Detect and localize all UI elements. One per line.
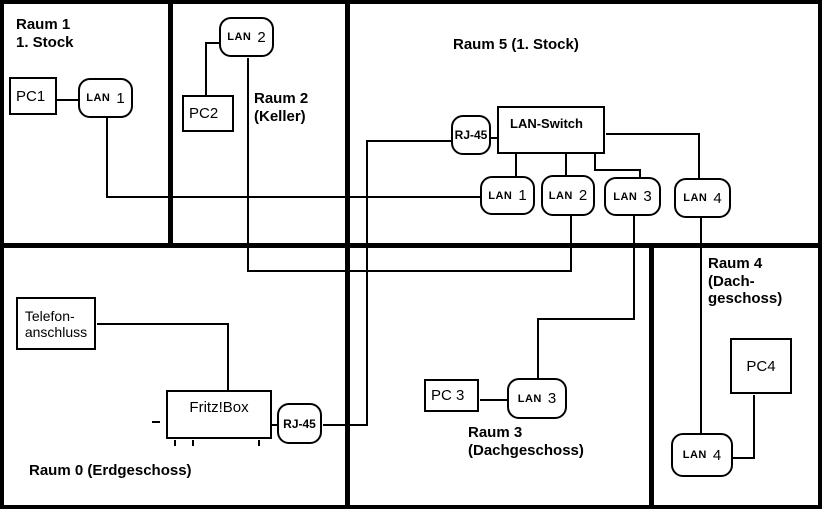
cable-lan3-across: [537, 318, 635, 320]
pc1-label: PC1: [16, 87, 46, 105]
room-title-raum1: Raum 1 1. Stock: [16, 16, 74, 51]
lan4-port-raum5: LAN 4: [674, 178, 731, 218]
rj45-port-raum0: RJ-45: [277, 403, 322, 444]
lan4-raum5-prefix: LAN: [683, 192, 708, 204]
cable-lan2-left: [205, 42, 223, 44]
cable-lan2-to-pc2: [205, 42, 207, 100]
fritzbox-foot-1: [174, 440, 176, 446]
cable-switch-lan3-b: [594, 169, 641, 171]
rj45-port-raum5: RJ-45: [451, 115, 491, 155]
lan-switch-node: LAN-Switch: [497, 106, 605, 154]
lan2-raum5-prefix: LAN: [548, 189, 573, 202]
lan3-port-raum5: LAN 3: [604, 177, 661, 216]
fritzbox-node: Fritz!Box: [166, 390, 272, 439]
pc4-node: PC4: [730, 338, 792, 394]
telefonanschluss-label: Telefon- anschluss: [24, 307, 88, 340]
cable-rj45-raum5-left: [366, 140, 456, 142]
lan3-raum5-prefix: LAN: [613, 190, 638, 203]
cable-rj45-switch: [491, 137, 502, 139]
lan3-port-raum3: LAN 3: [507, 378, 567, 419]
cable-switch-lan2: [565, 154, 567, 180]
cable-lan2-across: [247, 270, 572, 272]
lan4-port-raum4: LAN 4: [671, 433, 733, 477]
cable-switch-lan1: [515, 154, 517, 181]
cable-lan4-down: [700, 217, 702, 438]
fritzbox-foot-3: [258, 440, 260, 446]
lan3-raum3-prefix: LAN: [517, 392, 542, 405]
lan1-port-raum1: LAN 1: [78, 78, 133, 118]
room-title-raum3: Raum 3 (Dachgeschoss): [468, 424, 584, 459]
cable-lan3-into-room3: [537, 318, 539, 383]
lan4-raum4-number: 4: [712, 446, 722, 464]
lan4-raum4-prefix: LAN: [682, 449, 707, 461]
lan1-raum5-prefix: LAN: [488, 189, 513, 202]
fritzbox-foot-2: [192, 440, 194, 446]
room-title-raum2: Raum 2 (Keller): [254, 90, 309, 125]
cable-riser: [366, 140, 368, 426]
lan1-raum5-number: 1: [518, 187, 527, 204]
pc2-node: PC2: [182, 95, 234, 132]
lan2-raum5-number: 2: [578, 187, 588, 204]
lan2-raum2-prefix: LAN: [227, 31, 252, 43]
pc3-label: PC 3: [431, 387, 465, 404]
fritzbox-label: Fritz!Box: [189, 399, 249, 416]
pc3-node: PC 3: [424, 379, 479, 412]
cable-switch-lan4-a: [606, 133, 700, 135]
lan3-raum5-number: 3: [643, 188, 652, 205]
lan1-port-raum5: LAN 1: [480, 176, 535, 215]
cable-switch-lan4-b: [698, 133, 700, 183]
wall-raum3-raum4: [649, 243, 654, 505]
cable-lan1-to-raum5: [106, 196, 486, 198]
lan2-raum2-number: 2: [257, 28, 266, 46]
lan1-raum1-prefix: LAN: [86, 92, 111, 104]
lan-switch-label: LAN-Switch: [510, 116, 583, 131]
cable-pc4-down: [753, 395, 755, 459]
cable-lan2-down: [247, 58, 249, 271]
cable-pc3-lan3: [480, 399, 512, 401]
fritzbox-left-mark: [152, 421, 160, 423]
rj45-raum5-label: RJ-45: [454, 128, 488, 142]
room-title-raum4: Raum 4 (Dach- geschoss): [708, 255, 783, 308]
cable-switch-lan3-a: [594, 154, 596, 171]
wall-horizontal-floors: [4, 243, 818, 248]
lan2-port-raum5: LAN 2: [541, 175, 595, 216]
lan2-port-raum2: LAN 2: [219, 17, 274, 57]
room-title-raum0: Raum 0 (Erdgeschoss): [29, 462, 192, 479]
cable-pc1-lan1: [57, 99, 84, 101]
lan1-raum1-number: 1: [116, 89, 125, 107]
rj45-raum0-label: RJ-45: [283, 416, 316, 431]
cable-pc4-lan4: [733, 457, 755, 459]
room-title-raum5: Raum 5 (1. Stock): [453, 36, 579, 53]
cable-telefon-down: [227, 323, 229, 395]
cable-switch-lan3-c: [639, 169, 641, 182]
cable-lan3-down: [633, 215, 635, 320]
telefonanschluss-node: Telefon- anschluss: [16, 297, 96, 350]
pc4-label: PC4: [746, 357, 776, 375]
cable-lan1-down: [106, 118, 108, 198]
wall-center-vertical: [345, 4, 350, 505]
lan4-raum5-number: 4: [713, 189, 722, 207]
pc1-node: PC1: [9, 77, 57, 115]
pc2-label: PC2: [189, 105, 219, 122]
lan3-raum3-number: 3: [547, 390, 557, 407]
wall-raum1-raum2: [168, 4, 173, 248]
cable-telefon-right: [97, 323, 229, 325]
